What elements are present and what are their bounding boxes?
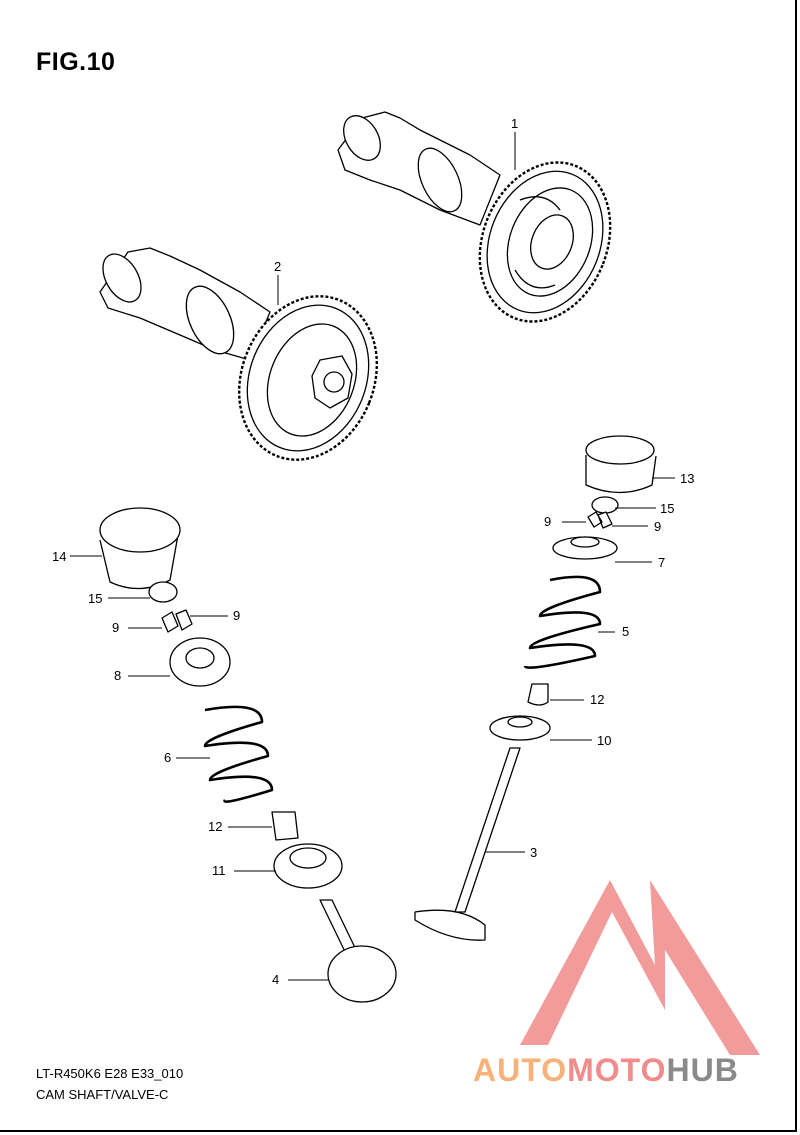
callout-2: 2 bbox=[274, 259, 281, 274]
figure-title: FIG.10 bbox=[36, 48, 116, 76]
callout-12-left: 12 bbox=[208, 819, 222, 834]
watermark-part-b: MOTO bbox=[567, 1052, 667, 1088]
callout-7: 7 bbox=[658, 555, 665, 570]
callout-9-left-a: 9 bbox=[233, 608, 240, 623]
callout-12-right: 12 bbox=[590, 692, 604, 707]
left-valve-assembly bbox=[99, 507, 397, 1003]
callout-9-right-b: 9 bbox=[654, 519, 661, 534]
watermark-wordmark: AUTOMOTOHUB bbox=[473, 1052, 739, 1089]
watermark-part-a: AUTO bbox=[473, 1052, 568, 1088]
callout-5: 5 bbox=[622, 624, 629, 639]
leader-lines bbox=[70, 132, 675, 981]
callout-labels: 1 2 13 15 9 9 7 5 12 10 3 14 15 9 9 8 6 … bbox=[52, 116, 694, 987]
watermark-logo bbox=[520, 880, 760, 1055]
callout-10: 10 bbox=[597, 733, 611, 748]
camshaft-1 bbox=[337, 111, 612, 323]
callout-14: 14 bbox=[52, 549, 66, 564]
callout-1: 1 bbox=[511, 116, 518, 131]
part-drawings bbox=[99, 111, 657, 1003]
callout-4: 4 bbox=[272, 972, 279, 987]
callout-15-left: 15 bbox=[88, 591, 102, 606]
callout-11: 11 bbox=[212, 863, 226, 878]
camshaft-2 bbox=[99, 247, 379, 461]
callout-9-left-b: 9 bbox=[112, 620, 119, 635]
callout-8: 8 bbox=[114, 668, 121, 683]
callout-13: 13 bbox=[680, 471, 694, 486]
callout-6: 6 bbox=[164, 750, 171, 765]
callout-3: 3 bbox=[530, 845, 537, 860]
callout-9-right-a: 9 bbox=[544, 514, 551, 529]
drawing-caption: CAM SHAFT/VALVE-C bbox=[36, 1087, 169, 1102]
drawing-code: LT-R450K6 E28 E33_010 bbox=[36, 1066, 184, 1081]
callout-15-right: 15 bbox=[660, 501, 674, 516]
watermark-part-c: HUB bbox=[666, 1052, 739, 1088]
right-valve-assembly bbox=[414, 435, 657, 941]
